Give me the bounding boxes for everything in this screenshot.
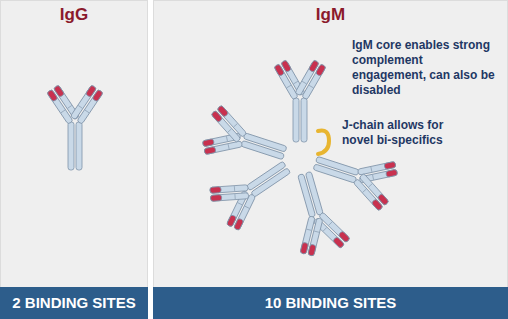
fab-arm bbox=[70, 85, 103, 124]
domain-divider bbox=[234, 186, 235, 191]
antibody-arm bbox=[204, 145, 301, 234]
antibody-chain bbox=[217, 105, 247, 137]
band-text: 2 BINDING SITES bbox=[0, 287, 148, 319]
antibody-arm bbox=[47, 85, 103, 170]
antibody-chain bbox=[246, 161, 286, 191]
domain-divider bbox=[228, 129, 232, 132]
j-chain bbox=[318, 130, 329, 154]
band-text: 10 BINDING SITES bbox=[153, 287, 508, 319]
domain-divider bbox=[314, 231, 319, 232]
domain-divider bbox=[61, 110, 65, 113]
binding-site bbox=[281, 60, 292, 73]
binding-site bbox=[384, 161, 396, 169]
domain-divider bbox=[329, 222, 332, 226]
binding-site bbox=[300, 242, 308, 254]
binding-sites-band: 10 BINDING SITES bbox=[153, 287, 508, 319]
binding-site bbox=[202, 139, 214, 147]
fab-arm bbox=[300, 216, 323, 256]
fab-arm bbox=[295, 60, 326, 100]
antibody-chain bbox=[313, 164, 357, 183]
domain-divider bbox=[78, 106, 82, 109]
panel-title: IgG bbox=[1, 1, 147, 25]
panel-title: IgM bbox=[154, 1, 507, 25]
antibody-chain bbox=[243, 133, 287, 152]
binding-site bbox=[308, 244, 316, 256]
binding-site bbox=[333, 237, 345, 249]
antibody-chain bbox=[293, 98, 299, 142]
binding-sites-band: 2 BINDING SITES bbox=[0, 287, 148, 319]
antibody-arm bbox=[279, 166, 352, 259]
binding-site bbox=[315, 64, 326, 77]
antibody-chain bbox=[68, 122, 74, 170]
domain-divider bbox=[371, 167, 372, 172]
domain-divider bbox=[85, 110, 89, 113]
igg-molecule bbox=[47, 85, 103, 170]
antibody-chain bbox=[298, 174, 316, 218]
antibody-arm bbox=[307, 138, 401, 213]
annotation-note: J-chain allows for novel bi-specifics bbox=[342, 118, 474, 148]
annotation-note: IgM core enables strong complement engag… bbox=[352, 38, 500, 98]
igm-pentamer bbox=[199, 60, 402, 260]
antibody-chain bbox=[76, 122, 82, 170]
domain-divider bbox=[287, 85, 291, 88]
domain-divider bbox=[238, 203, 242, 205]
antibody-chain bbox=[300, 216, 315, 254]
domain-divider bbox=[68, 106, 72, 109]
domain-divider bbox=[373, 175, 374, 180]
antibody-chain bbox=[353, 179, 383, 211]
antibody-chain bbox=[210, 193, 248, 202]
binding-site bbox=[371, 199, 383, 211]
domain-divider bbox=[302, 81, 306, 84]
binding-site bbox=[210, 187, 221, 194]
fab-arm bbox=[210, 185, 249, 202]
fab-arm bbox=[353, 173, 389, 211]
fab-arm bbox=[211, 105, 247, 143]
domain-divider bbox=[363, 189, 367, 192]
domain-divider bbox=[309, 85, 313, 88]
binding-site bbox=[204, 146, 216, 154]
domain-divider bbox=[228, 144, 229, 149]
domain-divider bbox=[369, 184, 373, 187]
antibody-chain bbox=[77, 89, 103, 124]
domain-divider bbox=[226, 136, 227, 141]
antibody-chain bbox=[302, 64, 326, 100]
domain-divider bbox=[234, 194, 235, 199]
binding-site bbox=[92, 89, 103, 101]
domain-divider bbox=[323, 228, 326, 232]
binding-site bbox=[210, 195, 221, 202]
binding-site bbox=[226, 215, 236, 228]
binding-site bbox=[217, 105, 229, 117]
binding-site bbox=[386, 169, 398, 177]
domain-divider bbox=[306, 229, 311, 230]
antibody-chain bbox=[210, 185, 248, 194]
domain-divider bbox=[245, 206, 249, 208]
domain-divider bbox=[294, 81, 298, 84]
binding-site bbox=[53, 85, 64, 97]
domain-divider bbox=[234, 124, 238, 127]
antibody-chain bbox=[301, 98, 307, 142]
